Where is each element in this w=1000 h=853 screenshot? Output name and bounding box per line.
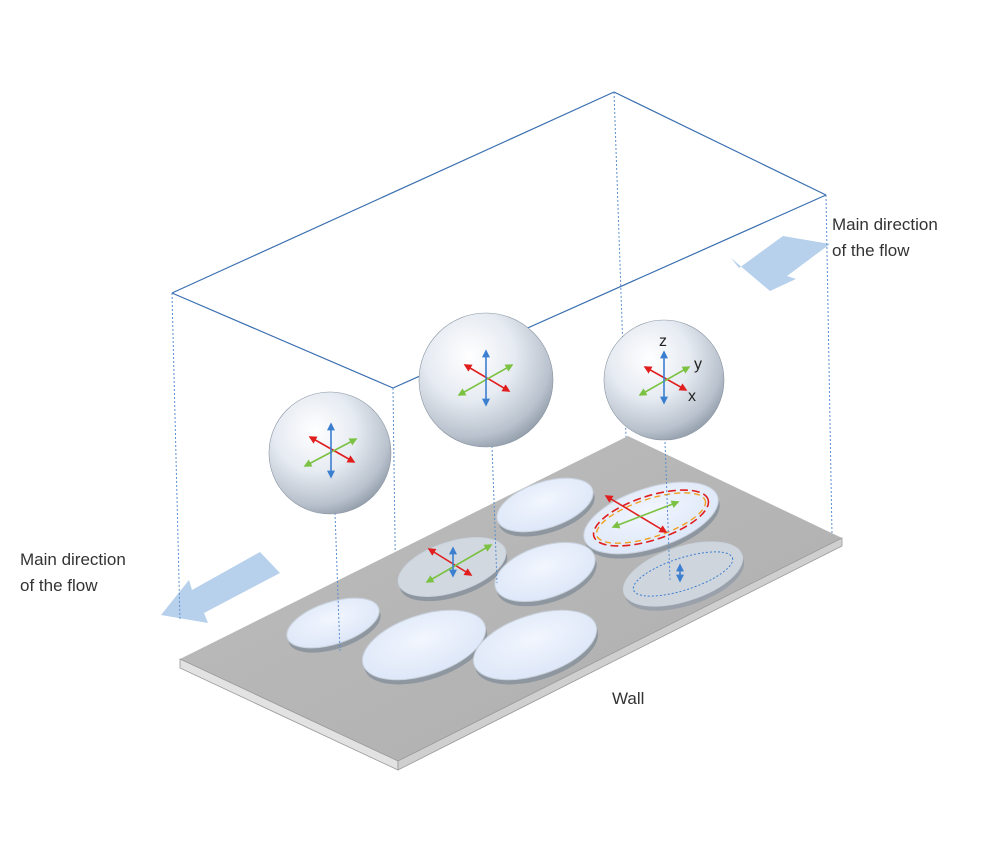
sphere-projection-lines (334, 441, 671, 653)
droplet (361, 609, 488, 685)
axis-label-y: y (694, 356, 702, 373)
sphere-left (268, 391, 392, 515)
flow-label-left: Main direction of the flow (20, 547, 126, 599)
droplet (494, 542, 597, 607)
flow-label-right: Main direction of the flow (832, 212, 938, 264)
sphere-middle (418, 312, 554, 448)
flow-label-right-line2: of the flow (832, 241, 910, 260)
wall-label: Wall (612, 689, 645, 708)
flow-label-right-line1: Main direction (832, 215, 938, 234)
flow-label-left-line1: Main direction (20, 550, 126, 569)
flow-label-left-line2: of the flow (20, 576, 98, 595)
droplet (286, 597, 381, 653)
flow-arrow-right (731, 236, 830, 291)
spherical-droplets: z y x (268, 312, 725, 515)
droplet (496, 477, 595, 537)
flow-arrow-left (161, 552, 280, 623)
axis-label-x: x (688, 388, 696, 405)
droplet (472, 609, 599, 685)
sphere-right: z y x (603, 319, 725, 441)
axis-label-z: z (659, 333, 667, 350)
